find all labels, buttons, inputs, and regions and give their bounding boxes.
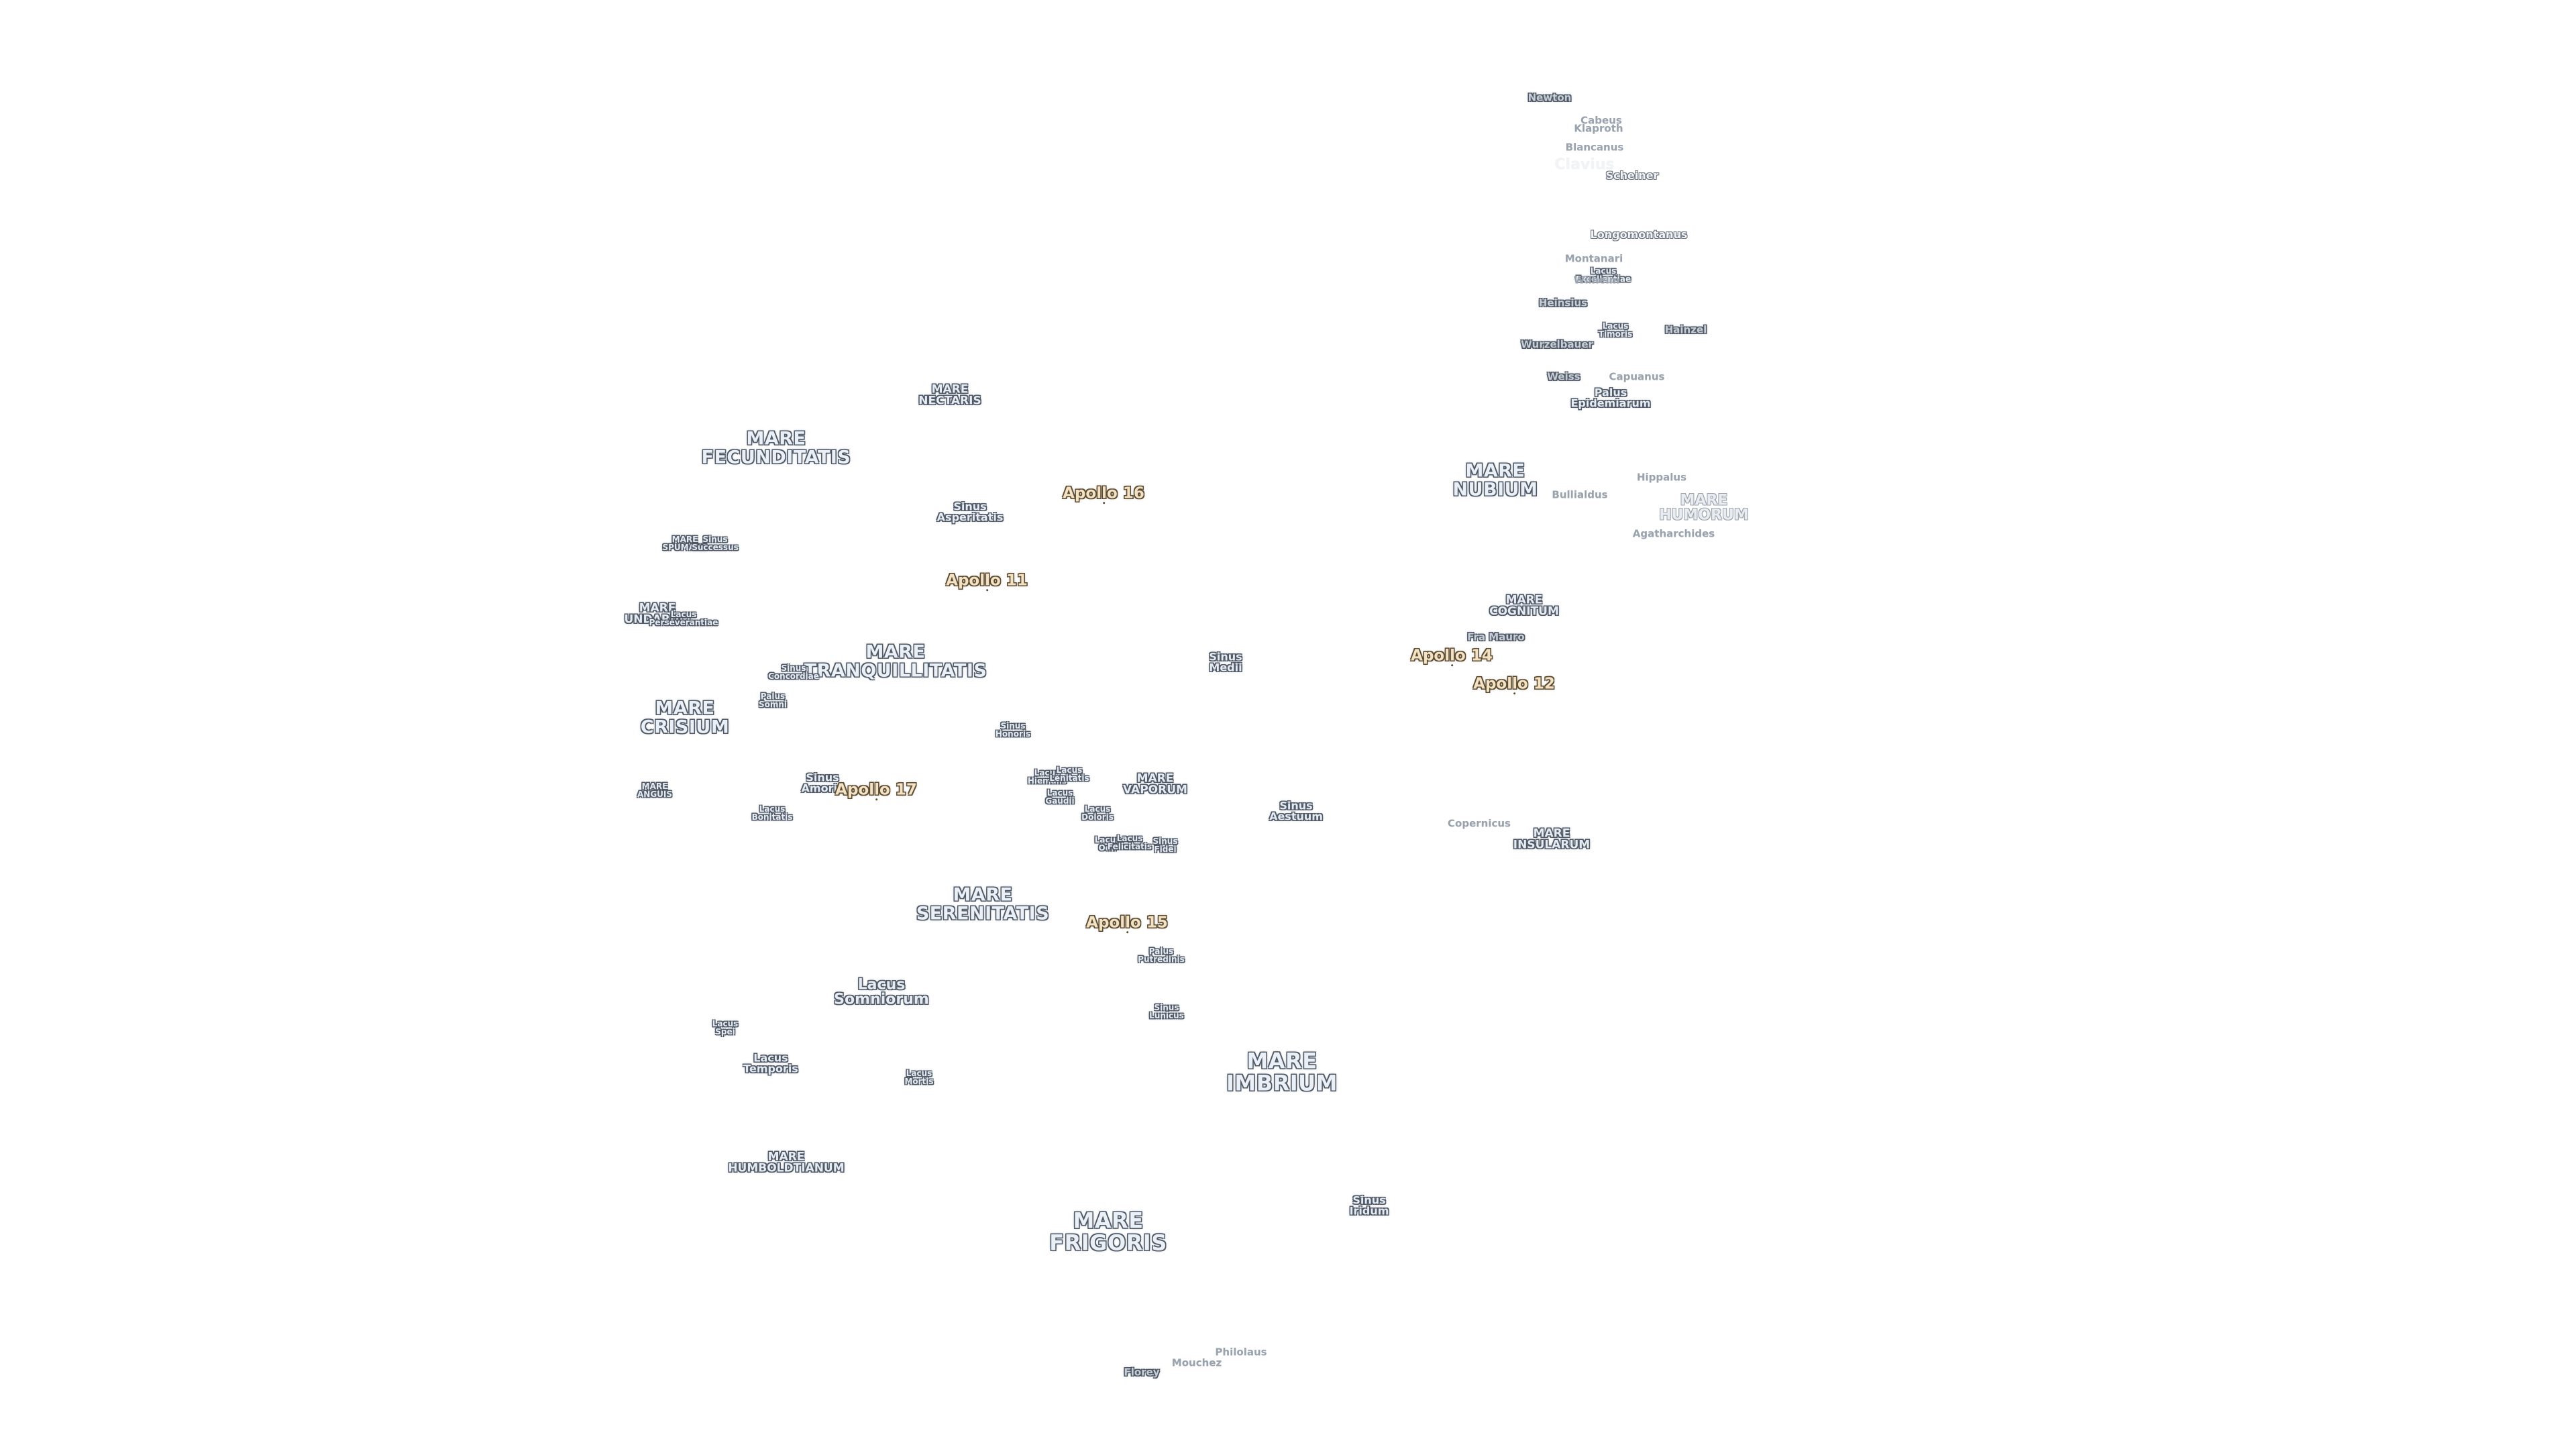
map-label-sinus-medii: Sinus Medii: [1209, 650, 1242, 674]
map-label-mare-tranquillitatis: MARE TRANQUILLITATIS: [804, 641, 987, 681]
map-label-heinsius: Heinsius: [1538, 297, 1588, 309]
map-label-mare-vaporum: MARE VAPORUM: [1123, 771, 1187, 797]
map-label-klaproth: Klaproth: [1574, 122, 1623, 135]
map-label-lacus-perseverantiae: Lacus Perseverantiae: [649, 609, 718, 627]
map-label-agatharchides: Agatharchides: [1632, 527, 1715, 540]
map-label-longomontanus: Longomontanus: [1590, 227, 1688, 241]
map-label-mare-nectaris: MARE NECTARIS: [918, 382, 981, 408]
map-label-mouchez: Mouchez: [1171, 1356, 1222, 1369]
map-label-mare-crisium: MARE CRISIUM: [640, 698, 730, 737]
map-label-wurzelbauer: Wurzelbauer: [1521, 338, 1593, 351]
map-label-sinus-amoris: Sinus Amoris: [801, 771, 844, 795]
map-label-apollo-11: Apollo 11: [946, 572, 1028, 592]
map-label-mare-undarum: MARE UNDARUM: [624, 601, 691, 627]
map-label-mare-frigoris: MARE FRIGORIS: [1049, 1208, 1167, 1255]
map-label-lacus-odii: Lacus Odii: [1094, 835, 1121, 853]
map-label-apollo-16: Apollo 16: [1063, 484, 1144, 505]
map-label-apollo-12: Apollo 12: [1473, 675, 1555, 696]
map-label-lacus-gaudii: Lacus Gaudii: [1045, 788, 1075, 806]
map-label-sinus-aestuum: Sinus Aestuum: [1269, 799, 1323, 823]
map-label-bullialdus: Bullialdus: [1552, 488, 1608, 501]
map-label-sinus-iridum: Sinus Iridum: [1349, 1193, 1389, 1218]
map-label-mare-humboldtianum: MARE HUMBOLDTIANUM: [728, 1150, 845, 1175]
map-label-fra-mauro: Fra Mauro: [1467, 631, 1525, 643]
map-label-blancanus: Blancanus: [1565, 141, 1624, 154]
map-label-lacus-hiemalis: Lacus Hiemalis: [1027, 767, 1067, 786]
map-label-mare-humorum: MARE HUMORUM: [1659, 492, 1749, 524]
map-label-lacus-felicitatis: Lacus Felicitatis: [1107, 833, 1152, 851]
map-label-copernicus: Copernicus: [1448, 817, 1511, 830]
map-label-lacus-doloris: Lacus Doloris: [1081, 804, 1114, 822]
map-label-palus-epidemiarum: Palus Epidemiarum: [1570, 386, 1651, 410]
map-label-lacus-somniorum: Lacus Somniorum: [834, 976, 929, 1008]
map-label-lacus-excellentiae: Lacus Excellentiae: [1575, 266, 1631, 284]
map-label-lacus-mortis: Lacus Mortis: [904, 1068, 934, 1086]
map-label-sinus-asperitatis: Sinus Asperitatis: [936, 500, 1004, 524]
map-label-newton: Newton: [1527, 91, 1572, 104]
map-label-mare-insularum: MARE INSULARUM: [1513, 826, 1591, 852]
map-label-mare-spumans: MARE SPUMANS: [662, 534, 708, 552]
map-label-montanari: Montanari: [1564, 252, 1623, 265]
map-label-lacus-temporis: Lacus Temporis: [743, 1051, 798, 1075]
map-label-apollo-17: Apollo 17: [835, 781, 917, 802]
map-label-clavius: Clavius: [1554, 156, 1615, 173]
map-label-sinus-lunicus: Sinus Lunicus: [1149, 1002, 1184, 1020]
map-label-lacus-lenitatis: Lacus Lenitatis: [1049, 765, 1089, 783]
map-label-apollo-14: Apollo 14: [1411, 647, 1493, 667]
map-label-sinus-successus: Sinus Successus: [692, 534, 739, 552]
map-label-hippalus: Hippalus: [1636, 471, 1687, 484]
map-label-mare-fecunditatis: MARE FECUNDITATIS: [701, 428, 851, 468]
map-label-palus-putredinis: Palus Putredinis: [1138, 946, 1185, 964]
map-label-weiss: Weiss: [1547, 370, 1580, 383]
map-label-apollo-15: Apollo 15: [1086, 914, 1168, 934]
map-label-mare-imbrium: MARE IMBRIUM: [1226, 1048, 1338, 1095]
map-label-lacus-spei: Lacus Spei: [712, 1018, 739, 1036]
map-label-hainzel: Hainzel: [1664, 323, 1707, 336]
map-label-lacus-timoris: Lacus Timoris: [1598, 321, 1633, 339]
map-label-sinus-honoris: Sinus Honoris: [995, 720, 1031, 739]
map-label-mare-anguis: MARE ANGUIS: [637, 781, 673, 799]
map-label-mare-nubium: MARE NUBIUM: [1452, 460, 1538, 500]
map-label-palus-somni: Palus Somni: [758, 691, 788, 709]
map-label-cabeus: Cabeus: [1580, 114, 1622, 127]
map-label-sinus-fidei: Sinus Fidei: [1152, 836, 1178, 854]
map-label-mare-serenitatis: MARE SERENITATIS: [916, 884, 1050, 924]
map-label-wilhelm: Wilhelm: [1573, 274, 1620, 286]
map-label-philolaus: Philolaus: [1215, 1346, 1267, 1358]
map-label-sinus-concordiae: Sinus Concordiae: [768, 663, 819, 681]
map-label-capuanus: Capuanus: [1609, 370, 1665, 383]
map-label-florey: Florey: [1124, 1366, 1160, 1379]
map-label-scheiner: Scheiner: [1605, 168, 1659, 182]
map-label-mare-cognitum: MARE COGNITUM: [1489, 593, 1559, 619]
map-label-lacus-bonitatis: Lacus Bonitatis: [751, 804, 793, 822]
